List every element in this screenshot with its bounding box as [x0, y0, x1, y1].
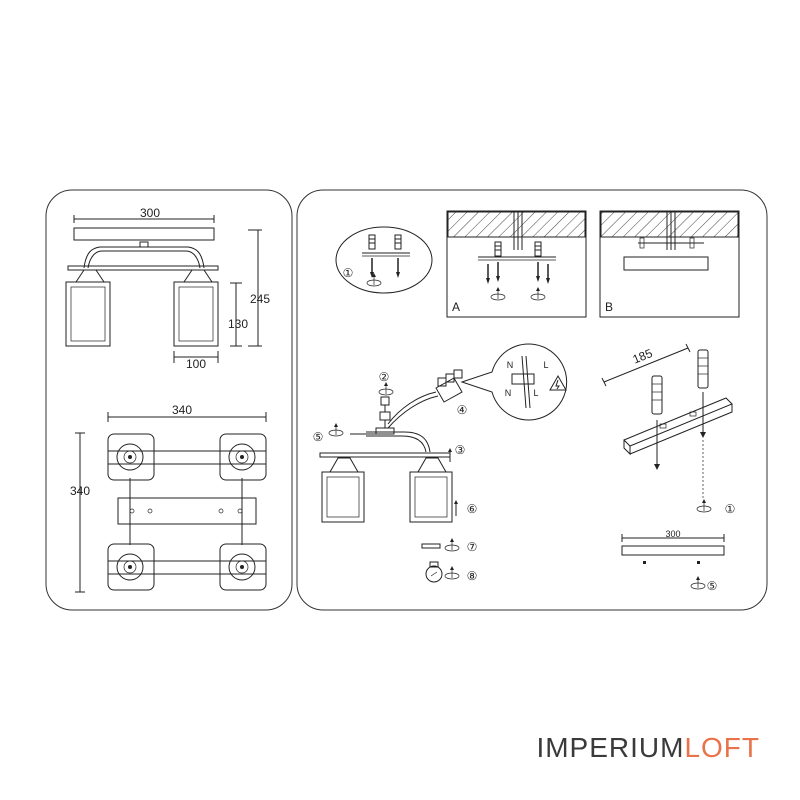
left-panel-frame	[45, 189, 293, 611]
main-assembly: ② ④ N L N L ⑤ ③	[313, 343, 568, 583]
brand-part2: LOFT	[684, 732, 760, 763]
detail-a: A	[446, 210, 587, 318]
step7-label: ⑦	[467, 540, 478, 554]
step3-label: ③	[455, 443, 466, 457]
wire-l-bottom: L	[533, 388, 538, 398]
step8-label: ⑧	[467, 569, 478, 583]
side-width-dim: 300	[140, 206, 160, 220]
step4-label: ④	[457, 403, 468, 417]
right-panel-frame	[296, 189, 768, 611]
step1-ellipse-detail: ①	[335, 226, 433, 294]
step5-label: ⑤	[313, 430, 324, 444]
side-view: 300 100 245 130	[65, 206, 270, 371]
bulb-icon	[425, 561, 443, 583]
step1-label: ①	[343, 266, 354, 280]
shade-height-dim: 130	[228, 317, 248, 331]
wire-n-top: N	[507, 360, 514, 370]
step6-label: ⑥	[467, 502, 478, 516]
bar-step5-label: ⑤	[707, 579, 718, 593]
brand-part1: IMPERIUM	[536, 732, 685, 763]
rail-mount: 185 ①	[601, 343, 736, 516]
top-view: 340 340	[70, 403, 267, 593]
detail-a-label: A	[452, 300, 460, 314]
detail-b: B	[599, 210, 740, 318]
ring-icon	[421, 543, 441, 549]
wire-l-top: L	[543, 360, 548, 370]
rail-step1-label: ①	[725, 502, 736, 516]
detail-b-label: B	[605, 300, 613, 314]
shade-width-dim: 100	[186, 357, 206, 371]
mount-bar: 300 ⑤	[621, 529, 725, 593]
step2-label: ②	[379, 370, 390, 384]
bar-length-dim: 300	[665, 529, 680, 539]
top-width-dim: 340	[172, 403, 192, 417]
high-voltage-icon	[549, 374, 567, 391]
top-depth-dim: 340	[70, 484, 90, 498]
height-dim: 245	[250, 292, 270, 306]
brand-logo: IMPERIUMLOFT	[536, 732, 760, 764]
wire-n-bottom: N	[505, 388, 512, 398]
